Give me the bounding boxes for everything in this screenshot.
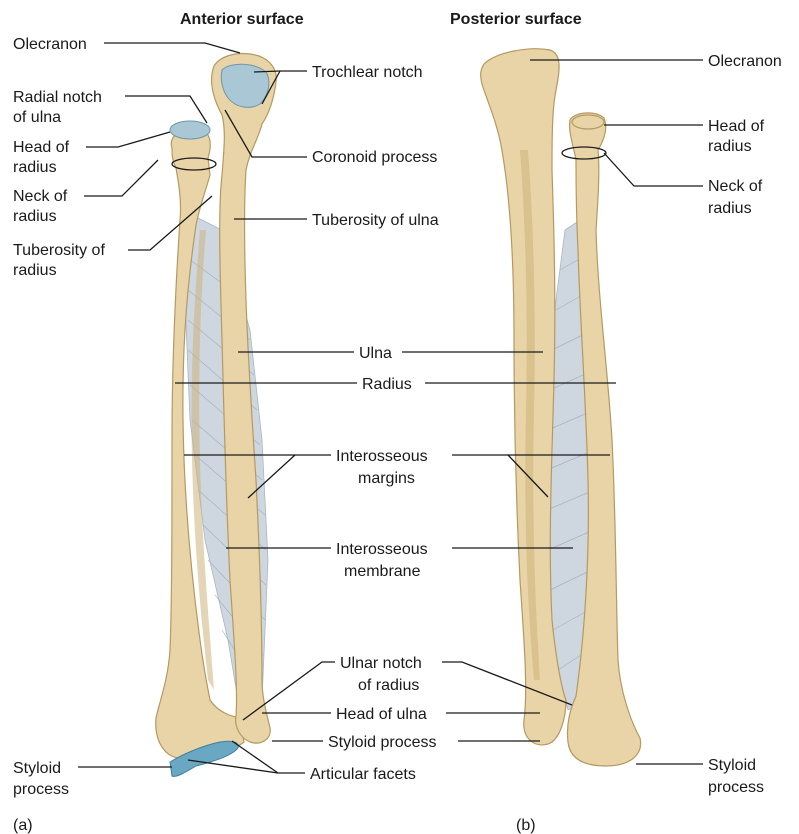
label-head-of-radius-posterior-line2: radius: [708, 138, 752, 155]
label-ulnar-notch-line2: of radius: [358, 677, 419, 694]
panel-label-a: (a): [13, 817, 33, 834]
label-interosseous-membrane-line2: membrane: [344, 563, 421, 580]
heading-posterior-surface: Posterior surface: [450, 11, 582, 28]
label-styloid-process-left-line1: Styloid: [13, 760, 61, 777]
radius-head-cartilage-anterior: [170, 121, 210, 139]
label-styloid-process-right-line2: process: [708, 779, 764, 796]
label-olecranon-anterior: Olecranon: [13, 36, 87, 53]
leader-neck-of-radius-anterior: [84, 160, 158, 196]
label-tuberosity-of-radius-line2: radius: [13, 262, 57, 279]
label-articular-facets: Articular facets: [310, 766, 416, 783]
label-radius: Radius: [362, 376, 412, 393]
label-styloid-process-right-line1: Styloid: [708, 757, 756, 774]
label-trochlear-notch: Trochlear notch: [312, 64, 423, 81]
label-head-of-ulna: Head of ulna: [336, 706, 427, 723]
label-radial-notch-line2: of ulna: [13, 109, 61, 126]
posterior-view-illustration: [481, 49, 641, 766]
label-styloid-process-left-line2: process: [13, 781, 69, 798]
label-interosseous-membrane-line1: Interosseous: [336, 541, 428, 558]
label-olecranon-posterior: Olecranon: [708, 53, 782, 70]
label-tuberosity-of-ulna: Tuberosity of ulna: [312, 212, 439, 229]
label-tuberosity-of-radius-line1: Tuberosity of: [13, 242, 105, 259]
leader-radial-notch: [125, 96, 207, 123]
label-ulna: Ulna: [359, 345, 392, 362]
heading-anterior-surface: Anterior surface: [180, 11, 304, 28]
leader-olecranon-anterior: [104, 43, 240, 53]
leader-trochlear-notch-1: [254, 71, 307, 72]
label-head-of-radius-posterior-line1: Head of: [708, 118, 765, 135]
label-styloid-process-center: Styloid process: [328, 734, 437, 751]
panel-label-b: (b): [516, 817, 536, 834]
label-coronoid-process: Coronoid process: [312, 149, 437, 166]
label-interosseous-margins-line1: Interosseous: [336, 448, 428, 465]
label-neck-of-radius-anterior-line1: Neck of: [13, 188, 68, 205]
label-neck-of-radius-anterior-line2: radius: [13, 208, 57, 225]
leader-head-of-radius-anterior: [86, 132, 170, 147]
label-radial-notch-line1: Radial notch: [13, 89, 102, 106]
label-ulnar-notch-line1: Ulnar notch: [340, 655, 422, 672]
label-head-of-radius-anterior-line1: Head of: [13, 139, 70, 156]
label-interosseous-margins-line2: margins: [358, 470, 415, 487]
label-neck-of-radius-posterior-line1: Neck of: [708, 178, 763, 195]
leader-articular-facets-2: [188, 760, 278, 773]
radius-head-posterior: [572, 115, 604, 129]
leader-neck-of-radius-posterior: [604, 153, 703, 186]
label-neck-of-radius-posterior-line2: radius: [708, 200, 752, 217]
label-head-of-radius-anterior-line2: radius: [13, 159, 57, 176]
